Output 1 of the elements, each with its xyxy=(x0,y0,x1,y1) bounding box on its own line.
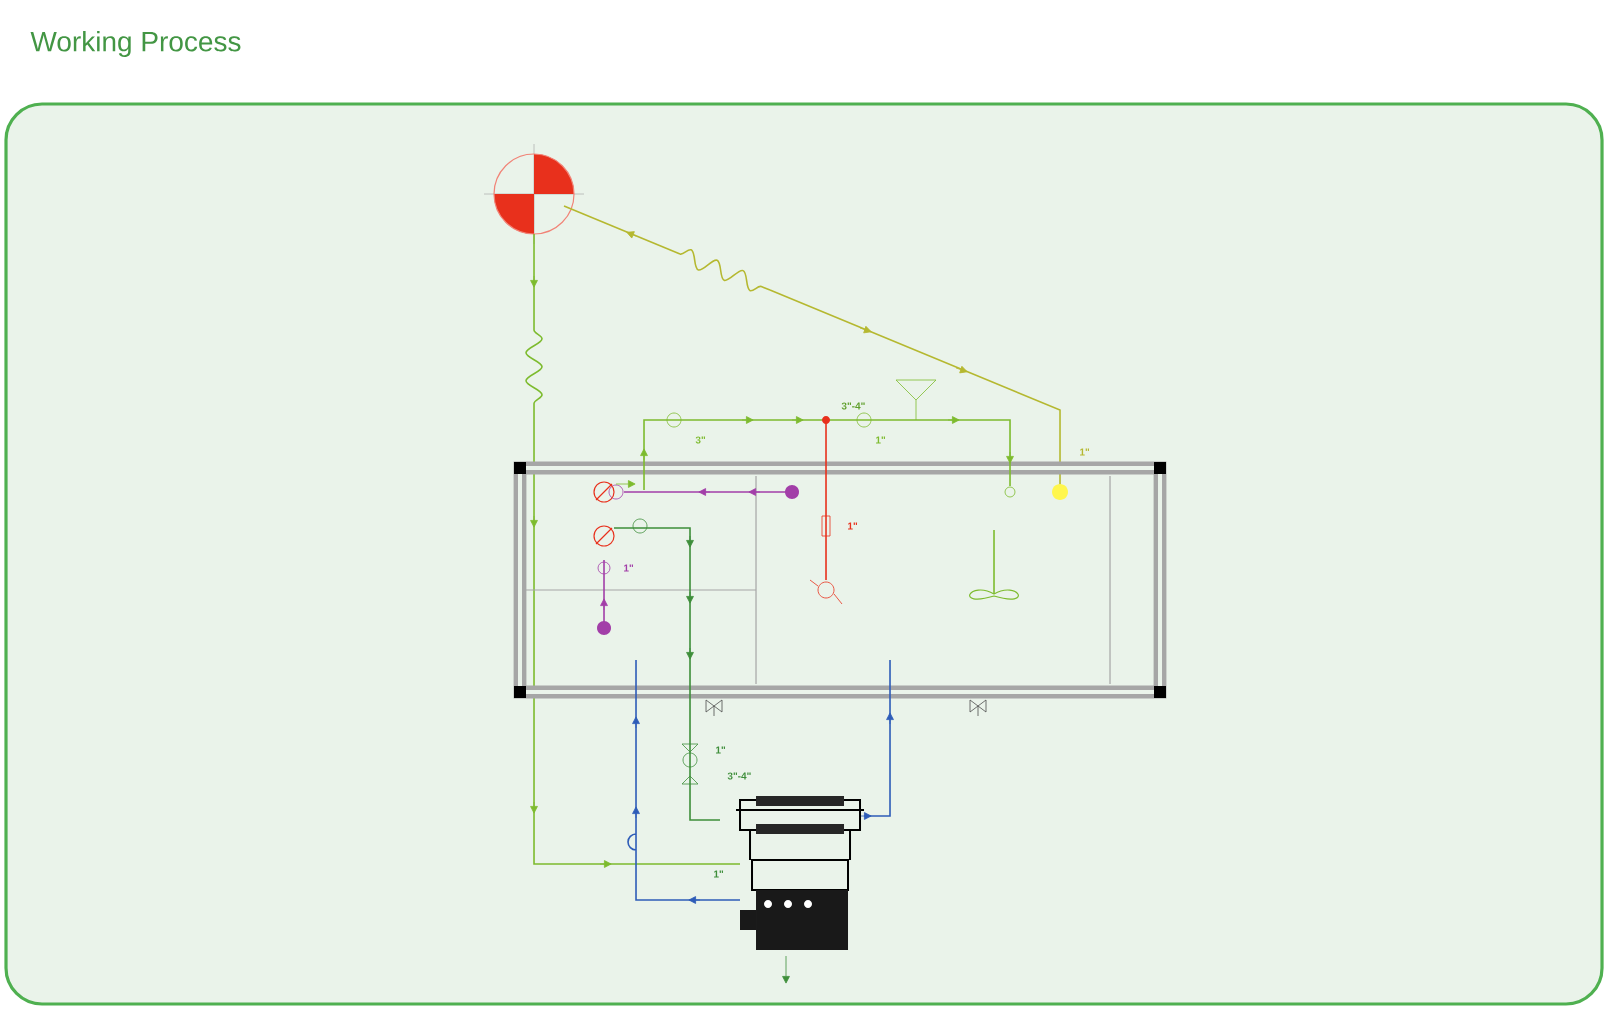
title: Working Process xyxy=(30,30,241,58)
